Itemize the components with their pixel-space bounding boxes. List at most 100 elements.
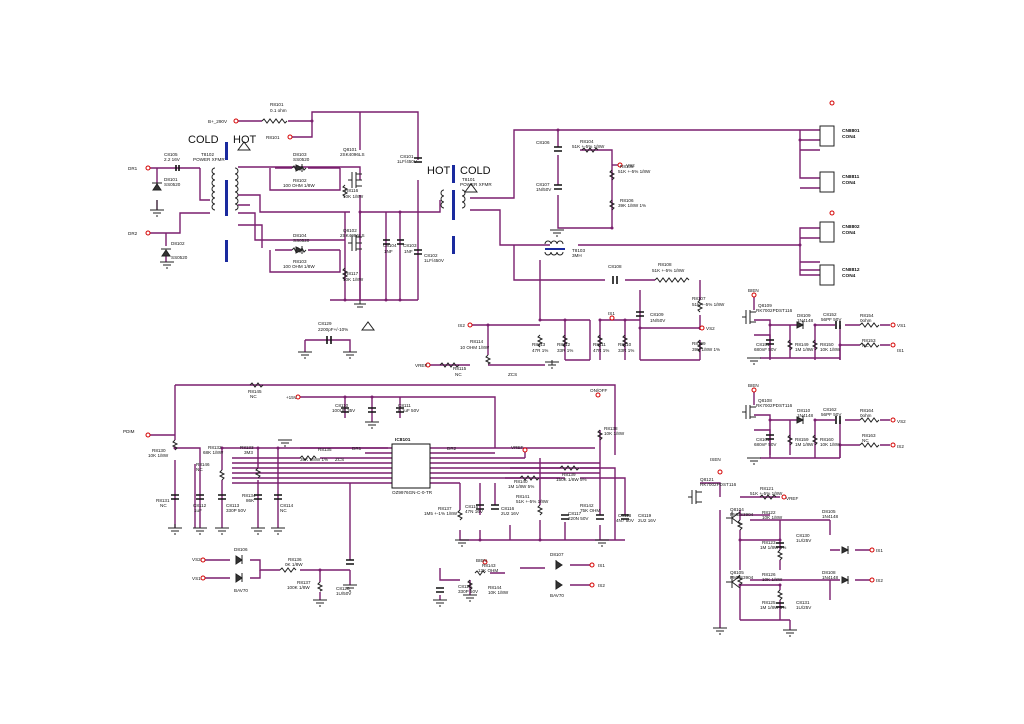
label-isen: ISEN [710, 457, 721, 462]
label-r8140v: 1M 1/8W 5% [508, 484, 534, 489]
label-c8117: C8117 [568, 511, 582, 516]
transformer-coils [211, 141, 564, 331]
label-c8119v: 2U2 16V [638, 518, 657, 523]
label-t8101v: POWER XFMR [460, 182, 492, 187]
label-ondoff: ON/OFF [590, 388, 608, 393]
connector-symbols [819, 125, 835, 286]
label-r8153v: NC [862, 343, 869, 348]
label-b_290v: B+_290V [208, 119, 228, 124]
label-r8123v: 1M 1/8W 5% [760, 545, 786, 550]
transformer-side-labels: COLD HOT HOT COLD [188, 134, 491, 177]
label-c8161v: 680nF 50V [754, 442, 777, 447]
label-r8109v: 39K 1/8W 1% [692, 347, 720, 352]
label-r8105: R8105 [620, 164, 634, 169]
label-c8115: C8115 [465, 504, 479, 509]
label-c8112v: 1uF [194, 508, 202, 513]
label-c8130v: 1U/25V [796, 538, 812, 543]
label-r8130v: 10K 1/8W [148, 453, 169, 458]
label-r8139: R8139 [562, 472, 576, 477]
label-dr2: DR2 [128, 231, 138, 236]
label-hot-left: HOT [233, 134, 257, 146]
label-c8151v: 680nF 50V [754, 347, 777, 352]
label-q8102v: 2SK4096LS [340, 233, 365, 238]
label-q8108: Q8108 [758, 398, 772, 403]
label-d8107: D8107 [550, 552, 564, 557]
label-r8117: R8117 [345, 271, 359, 276]
label-r8153: R8153 [862, 338, 876, 343]
label-cn8812: CN8812 [842, 267, 860, 273]
label-r8132v: 68K 1/8W [203, 450, 224, 455]
label-r8134: R8134 [242, 493, 256, 498]
label-c8106: C8106 [536, 140, 550, 145]
label-c8102v: 1LF/450V [424, 258, 445, 263]
label-c8104: C8104 [383, 243, 397, 248]
label-c8111: C8111 [398, 403, 411, 408]
label-d8108: D8108 [822, 570, 836, 575]
label-r8104v: 51K +-5% 1/8W [572, 144, 605, 149]
label-r8149v: 1M 1/8W [795, 347, 814, 352]
label-c8131v: 1U/25V [796, 605, 812, 610]
ic8101-body [391, 443, 431, 489]
label-c8104v: 1NF [384, 249, 393, 254]
label-r8142: R8142 [580, 503, 594, 508]
label-c8119: C8119 [638, 513, 652, 518]
label-is1d: IS1 [876, 548, 883, 553]
label-r8113v: 47R 1% [532, 348, 548, 353]
label-r8112v: 33R 1% [557, 348, 573, 353]
label-cn8812v: CON4 [842, 273, 856, 279]
label-r8117v: 10K 1/8W [343, 277, 364, 282]
label-cn8801v: CON4 [842, 134, 856, 140]
label-zcs2: ZCS [335, 457, 344, 462]
label-r8108: R8108 [658, 262, 672, 267]
label-vs2a: VS2 [626, 163, 635, 168]
label-c8113: C8113 [226, 503, 240, 508]
label-r8140: R8140 [514, 479, 528, 484]
label-r8159: R8159 [795, 437, 809, 442]
label-d8101: D8101 [164, 177, 178, 182]
label-r8131v: NC [160, 503, 167, 508]
label-r8102v: 100 OHM 1/8W [283, 183, 315, 188]
label-r8114: R8114 [470, 339, 484, 344]
label-r8144: R8144 [488, 585, 502, 590]
label-r8145: R8145 [248, 389, 262, 394]
label-r8108v: 51K +-5% 1/8W [652, 268, 685, 273]
label-c8113v: 330P 50V [226, 508, 247, 513]
label-c8102: C8102 [424, 253, 438, 258]
label-r8125: R8125 [762, 600, 776, 605]
label-c8115v: 47N 16V [465, 509, 484, 514]
label-r8103: R8103 [293, 259, 307, 264]
label-r8138v: 10K 1/8W [604, 431, 625, 436]
label-is2: IS2 [458, 323, 465, 328]
label-r8145v: NC [250, 394, 257, 399]
net-ports [145, 100, 896, 588]
label-c8162: C8162 [823, 407, 837, 412]
label-c8128v: 1U/50V [336, 591, 352, 596]
label-c8105: C8105 [164, 152, 178, 157]
label-r8115: R8115 [453, 366, 467, 371]
label-c8120: C8120 [458, 584, 472, 589]
label-r8134v: 86K [246, 498, 255, 503]
label-d8104v: SS0520 [293, 238, 310, 243]
label-is1b: IS1 [897, 348, 904, 353]
label-cn8811v: CON4 [842, 180, 856, 186]
components-symbols [145, 100, 896, 637]
label-d8105: D8105 [822, 509, 836, 514]
label-r8126: R8126 [762, 572, 776, 577]
label-c8109v: 1N/50V [650, 318, 666, 323]
label-r8126v: 10K 1/8W [762, 577, 783, 582]
label-d8108v: 1N4148 [822, 575, 839, 580]
label-r8163: R8163 [862, 433, 876, 438]
label-d8109: D8109 [797, 313, 811, 318]
label-r8103v: 100 OHM 1/8W [283, 264, 315, 269]
label-r8154: R8154 [860, 313, 874, 318]
label-c8152: C8152 [823, 312, 837, 317]
capacitor-symbols [171, 146, 841, 608]
label-vs1b: VS1 [192, 576, 201, 581]
label-t8102: T8102 [201, 152, 214, 157]
label-zcs1: ZCS [508, 372, 517, 377]
label-r8107: R8107 [692, 296, 706, 301]
label-r8160: R8160 [820, 437, 834, 442]
label-hot-right: HOT [427, 165, 451, 177]
label-t8103: T8103 [572, 248, 585, 253]
